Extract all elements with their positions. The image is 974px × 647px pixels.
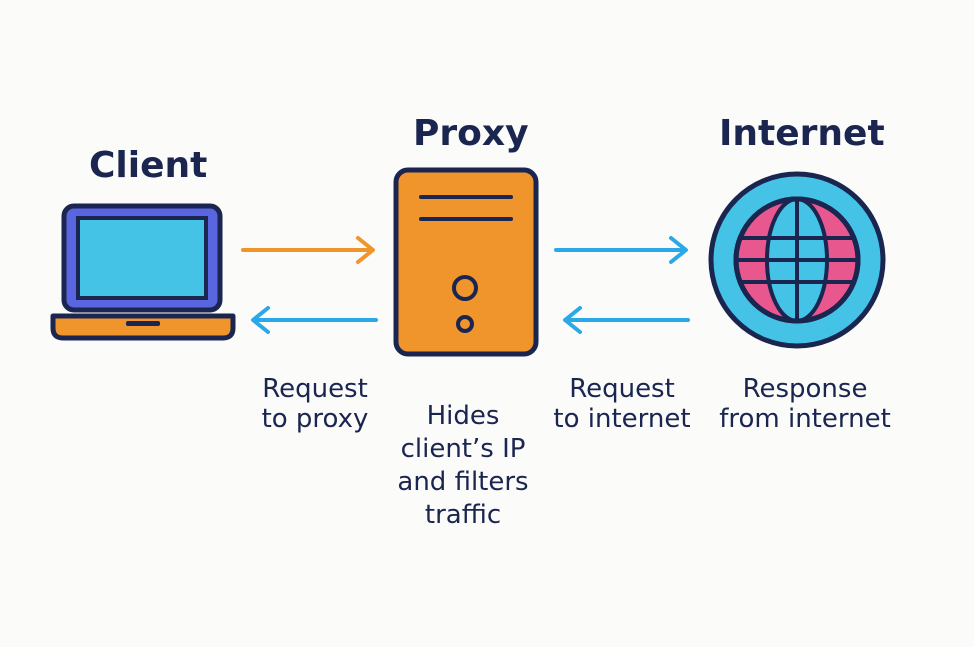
- arrow-internet-to-proxy: [563, 306, 690, 334]
- proxy-title: Proxy: [413, 113, 529, 154]
- client-title: Client: [89, 145, 208, 186]
- label-line: from internet: [719, 404, 891, 434]
- label-response-from-internet: Response from internet: [705, 374, 905, 434]
- label-line: Hides: [426, 401, 500, 431]
- label-line: Request: [262, 374, 368, 404]
- label-line: to proxy: [261, 404, 369, 434]
- internet-title: Internet: [719, 113, 885, 154]
- label-proxy-description: Hides client’s IP and filters traffic: [378, 400, 548, 532]
- label-line: Request: [569, 374, 675, 404]
- label-line: to internet: [553, 404, 691, 434]
- label-line: client’s IP: [400, 434, 526, 464]
- arrow-proxy-to-internet: [554, 236, 688, 264]
- label-line: Response: [742, 374, 868, 404]
- label-request-to-proxy: Request to proxy: [240, 374, 390, 434]
- proxy-server-icon: [393, 167, 539, 357]
- arrow-proxy-to-client: [251, 306, 378, 334]
- arrow-client-to-proxy: [241, 236, 375, 264]
- globe-icon: [708, 171, 886, 349]
- laptop-icon: [50, 203, 236, 341]
- label-line: and filters: [397, 467, 529, 497]
- label-line: traffic: [424, 500, 502, 530]
- label-request-to-internet: Request to internet: [542, 374, 702, 434]
